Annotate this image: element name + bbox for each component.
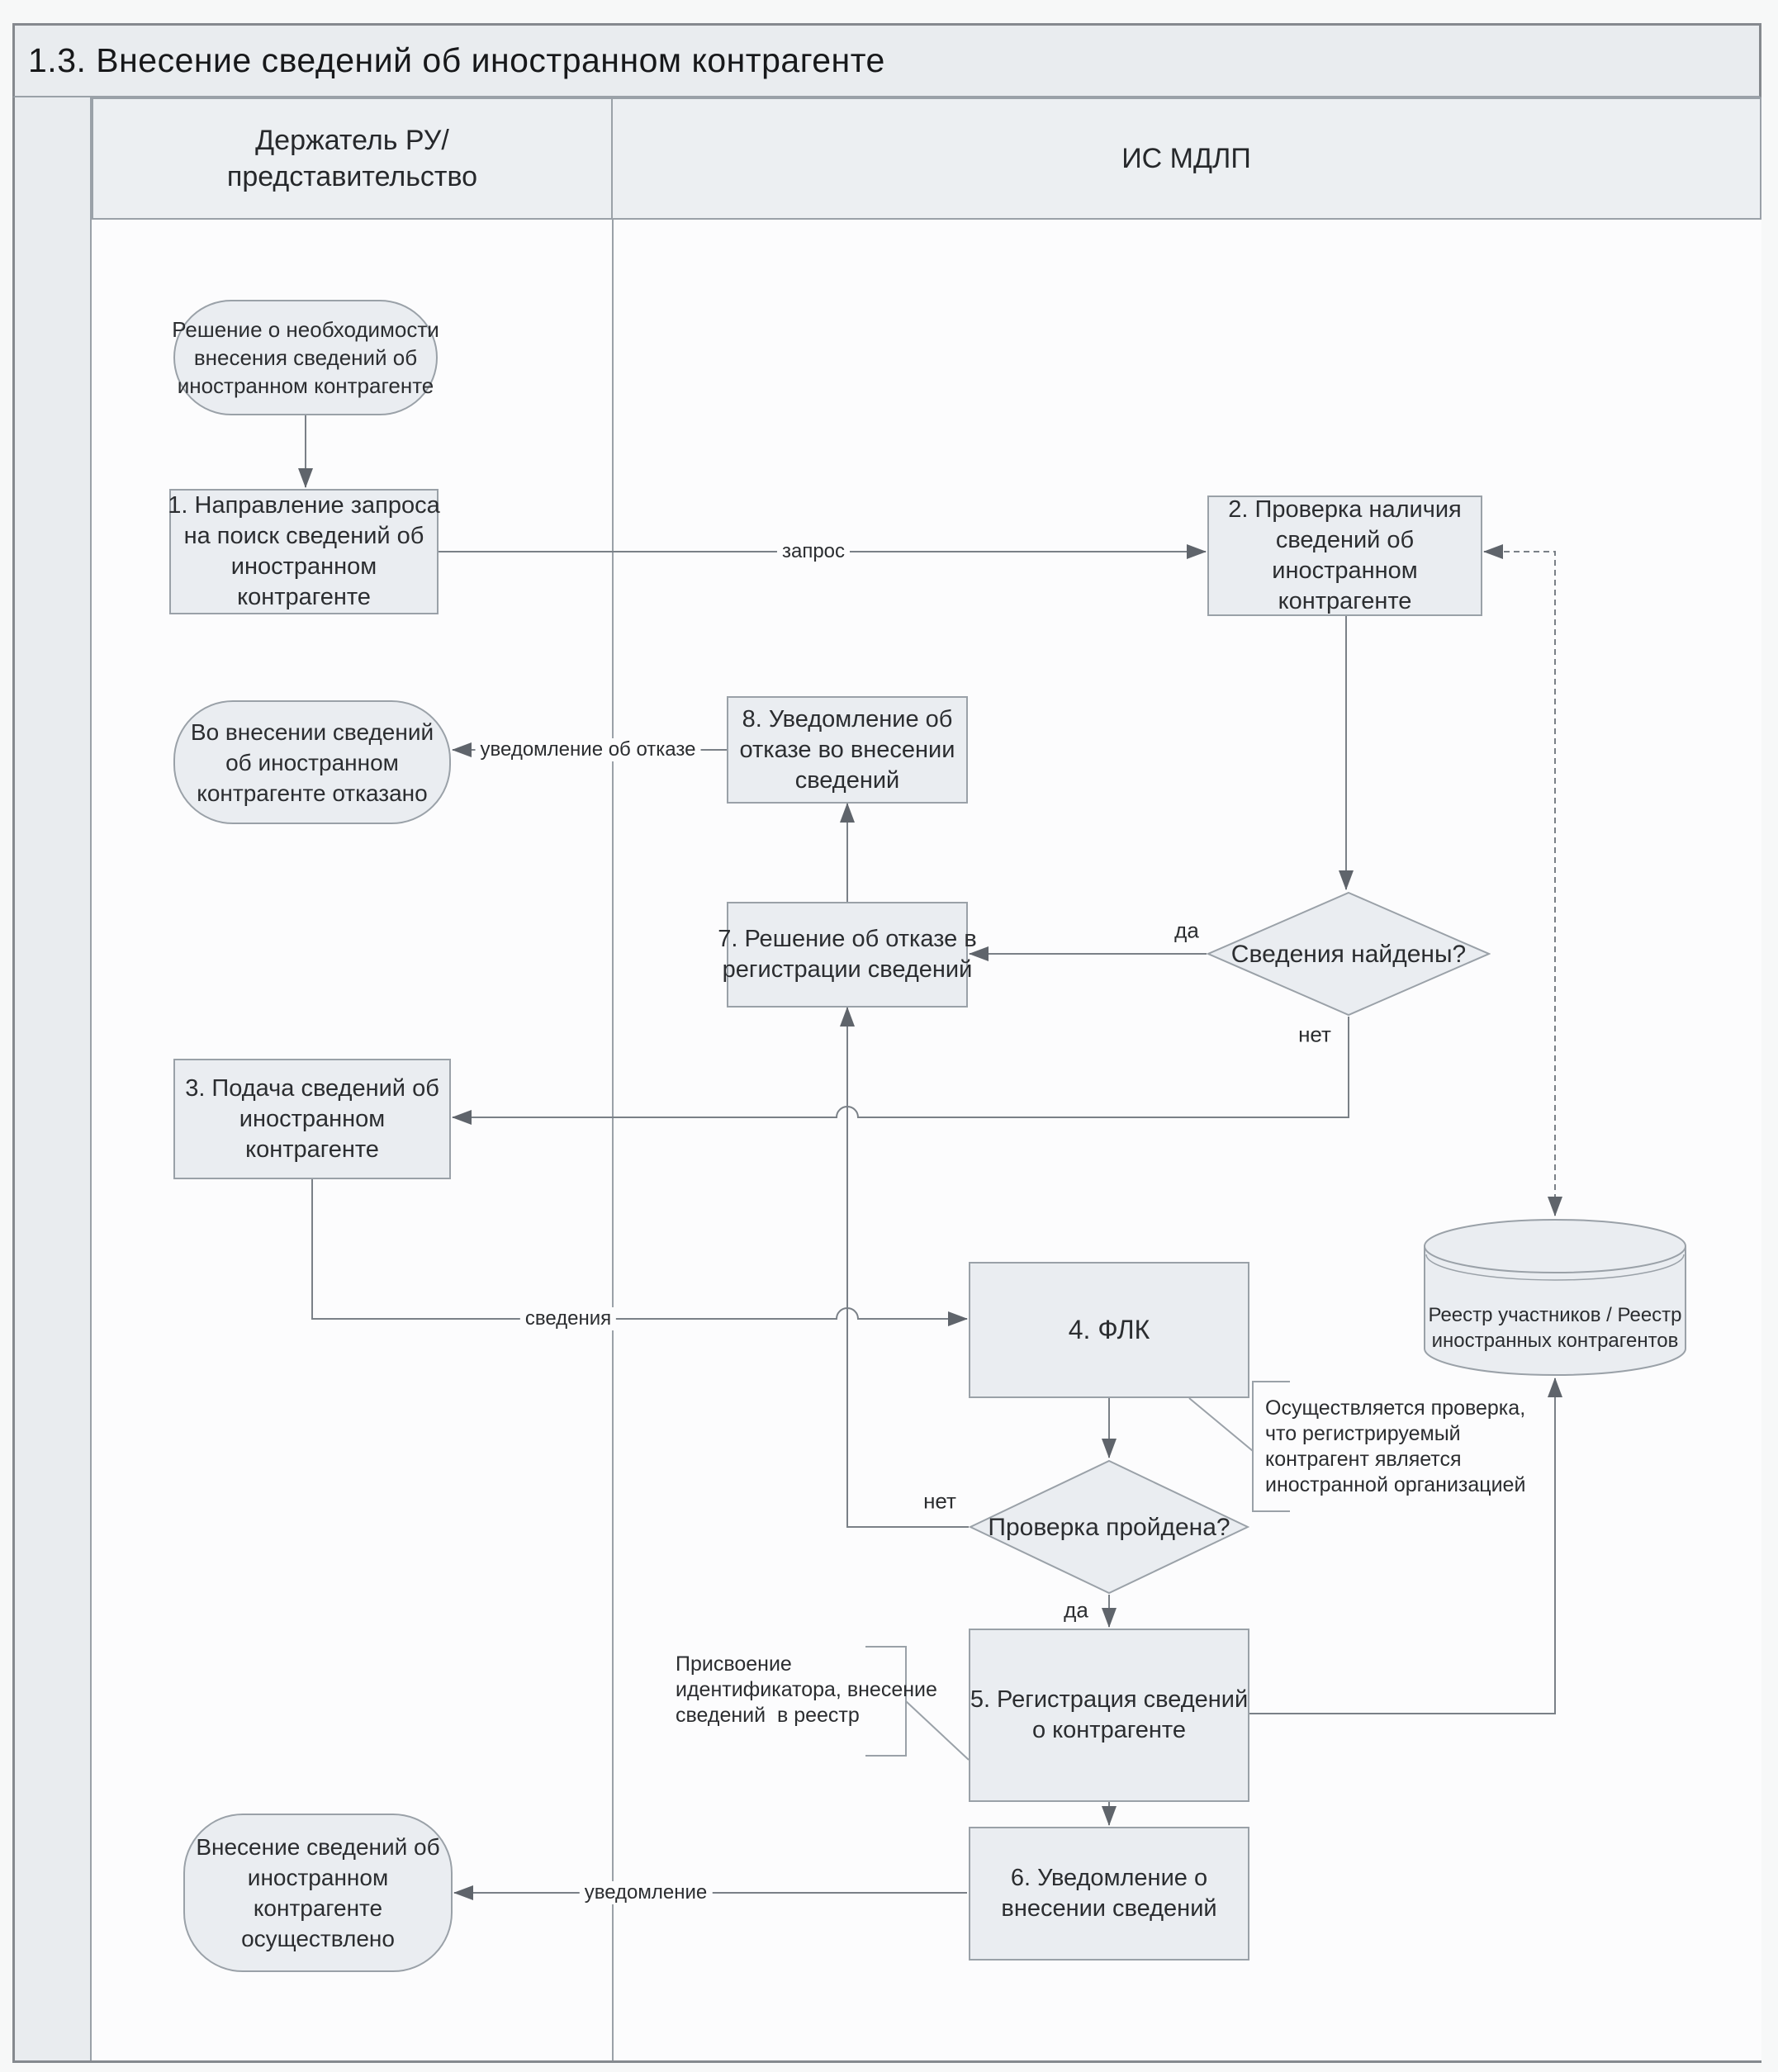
annotation-reg-connector bbox=[905, 1700, 970, 1761]
edge-label-refusal-notice: уведомление об отказе bbox=[475, 738, 701, 761]
pool-bar bbox=[15, 97, 92, 2060]
start-event: Решение о необходимости внесения сведени… bbox=[172, 300, 439, 415]
edge-label-info: сведения bbox=[519, 1307, 617, 1330]
branch-label-yes-1: да bbox=[1174, 917, 1199, 943]
edge-label-request: запрос bbox=[776, 540, 851, 563]
task-3-submit-data: 3. Подача сведений об иностранном контра… bbox=[173, 1059, 451, 1179]
decision-check-passed: Проверка пройдена? bbox=[969, 1459, 1249, 1595]
decision-data-found-shape bbox=[1207, 891, 1491, 1017]
annotation-flk-bracket bbox=[1252, 1381, 1290, 1512]
task-6-notification: 6. Уведомление о внесении сведений bbox=[969, 1827, 1249, 1961]
task-5-register-data: 5. Регистрация сведений о контрагенте bbox=[969, 1629, 1249, 1802]
task-2-check-presence: 2. Проверка наличия сведений об иностран… bbox=[1207, 495, 1482, 616]
decision-check-passed-shape bbox=[969, 1459, 1249, 1595]
lane-divider bbox=[612, 220, 614, 2060]
lane-header-is-mdlp: ИС МДЛП bbox=[611, 97, 1761, 220]
lane-header-is-mdlp-label: ИС МДЛП bbox=[1121, 143, 1251, 174]
title-bar: 1.3. Внесение сведений об иностранном ко… bbox=[12, 23, 1761, 97]
task-7-refusal-decision: 7. Решение об отказе в регистрации сведе… bbox=[718, 902, 977, 1008]
decision-data-found-label: Сведения найдены? bbox=[1230, 940, 1467, 968]
task-8-refusal-notification: 8. Уведомление об отказе во внесении све… bbox=[727, 696, 968, 804]
datastore-registry-label: Реестр участников / Реестр иностранных к… bbox=[1428, 1304, 1682, 1352]
branch-label-no-1: нет bbox=[1298, 1022, 1331, 1047]
annotation-flk-note: Осуществляется проверка, что регистрируе… bbox=[1265, 1396, 1526, 1496]
annotation-reg-note: Присвоение идентификатора, внесение свед… bbox=[676, 1652, 937, 1727]
lane-header-holder-label: Держатель РУ/ представительство bbox=[226, 125, 478, 192]
decision-data-found: Сведения найдены? bbox=[1207, 891, 1491, 1017]
edge-decision1-no bbox=[452, 1017, 1349, 1125]
page-title: 1.3. Внесение сведений об иностранном ко… bbox=[28, 41, 885, 79]
branch-label-yes-2: да bbox=[1064, 1597, 1088, 1623]
edge-task5-to-registry bbox=[1249, 1377, 1562, 1714]
lane-header-holder: Держатель РУ/ представительство bbox=[92, 97, 613, 220]
annotation-flk-connector bbox=[1188, 1397, 1254, 1452]
task-4-flk: 4. ФЛК bbox=[969, 1262, 1249, 1398]
end-event-refused: Во внесении сведений об иностранном конт… bbox=[173, 700, 451, 824]
datastore-registry: Реестр участников / Реестр иностранных к… bbox=[1423, 1218, 1687, 1377]
edge-info bbox=[311, 1179, 968, 1326]
decision-check-passed-label: Проверка пройдена? bbox=[988, 1513, 1230, 1541]
edge-decision2-no bbox=[840, 1007, 969, 1528]
edge-task2-registry-dashed bbox=[1483, 544, 1562, 1216]
end-event-done: Внесение сведений об иностранном контраг… bbox=[183, 1814, 453, 1972]
edge-label-notice: уведомление bbox=[579, 1881, 713, 1904]
branch-label-no-2: нет bbox=[923, 1488, 956, 1514]
task-1-send-request: 1. Направление запроса на поиск сведений… bbox=[168, 489, 440, 614]
datastore-registry-shape bbox=[1424, 1219, 1686, 1376]
